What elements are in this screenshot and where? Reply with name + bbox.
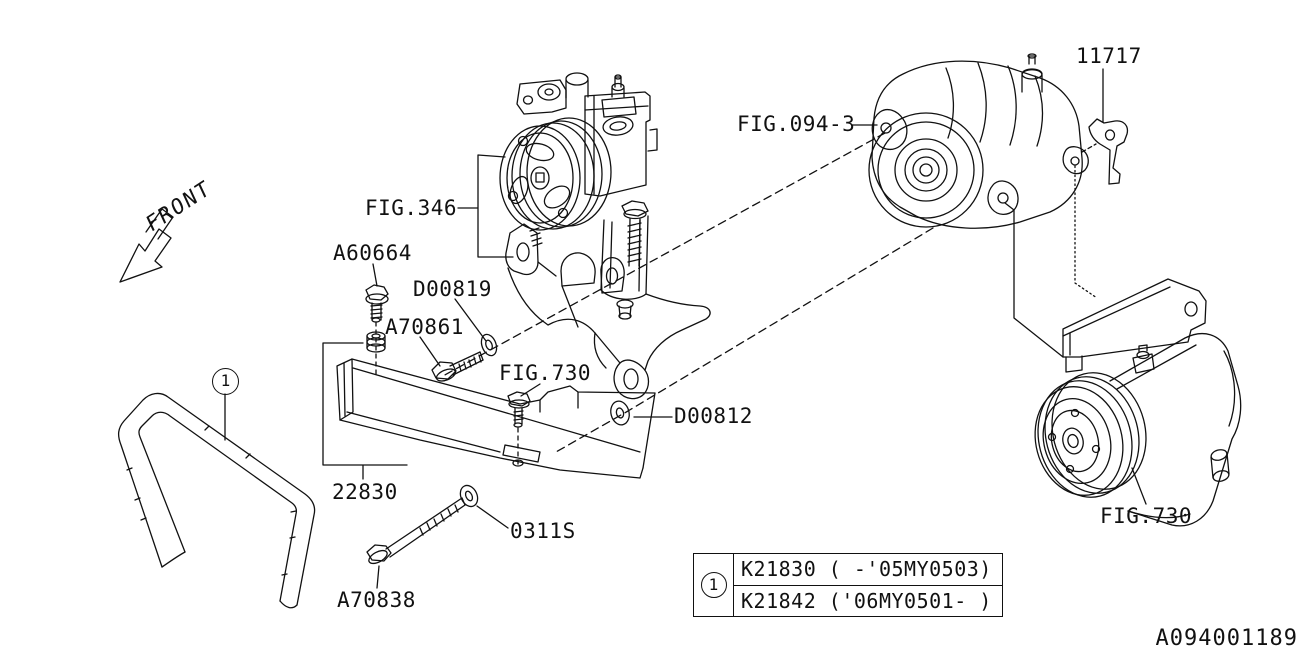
legend-ref-cell: 1	[694, 554, 734, 616]
power-steering-pump-drawing	[499, 72, 658, 231]
bolt-fig730-drawing	[507, 391, 531, 428]
callout-fig730-bolt: FIG.730	[499, 361, 592, 385]
callout-d00812: D00812	[674, 404, 753, 428]
washer-d00812-drawing	[610, 400, 630, 426]
bolt-a70861-drawing	[431, 351, 484, 382]
cover-22830-drawing	[336, 358, 656, 479]
front-arrow-icon	[119, 208, 174, 283]
alignment-dashed-lines	[375, 132, 1097, 467]
alternator-drawing	[868, 53, 1089, 229]
callout-a70861: A70861	[385, 315, 464, 339]
callout-a70838: A70838	[337, 588, 416, 612]
document-code: A094001189	[1155, 626, 1298, 651]
washer-0311s-drawing	[459, 484, 479, 508]
leader-lines	[224, 68, 1147, 589]
legend-row-2: K21842 ('06MY0501- )	[741, 588, 992, 613]
bolt-a60664-drawing	[365, 284, 389, 323]
compressor-drawing	[1034, 278, 1242, 527]
callout-11717: 11717	[1076, 44, 1142, 68]
belt-drawing	[117, 392, 316, 609]
stay-11717-drawing	[1088, 118, 1129, 185]
pump-bracket-drawing	[505, 200, 711, 400]
callout-0311s: 0311S	[510, 519, 576, 543]
legend-row-1: K21830 ( -'05MY0503)	[734, 554, 1002, 586]
bolt-a70838-drawing	[366, 497, 466, 565]
callout-22830: 22830	[332, 480, 398, 504]
callout-d00819: D00819	[413, 277, 492, 301]
callout-fig346: FIG.346	[365, 196, 458, 220]
belt-ref-badge: 1	[212, 368, 239, 395]
legend-table: 1 K21830 ( -'05MY0503) K21842 ('06MY0501…	[693, 553, 1003, 617]
callout-fig094-3: FIG.094-3	[737, 112, 856, 136]
callout-a60664: A60664	[333, 241, 412, 265]
legend-ref-badge: 1	[700, 572, 727, 598]
callout-fig730-compressor: FIG.730	[1100, 504, 1193, 528]
